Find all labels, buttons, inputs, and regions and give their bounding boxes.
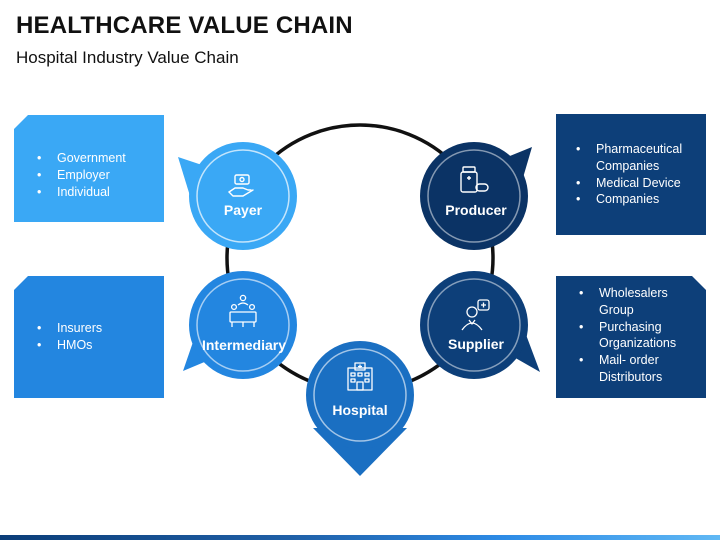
intermediary-label: Intermediary: [201, 337, 287, 353]
intermediary-node-inner: [196, 278, 290, 372]
producer-node: [420, 142, 528, 250]
page-subtitle: Hospital Industry Value Chain: [16, 48, 239, 67]
supplier-label: Supplier: [447, 336, 504, 352]
producer-node-inner: [427, 149, 521, 243]
list-item-line: Purchasing: [599, 319, 662, 334]
list-item-line: Mail- order: [599, 353, 659, 368]
list-item: Individual: [37, 184, 163, 201]
supplier-node-inner: [427, 278, 521, 372]
doctor-icon: [461, 299, 490, 331]
hand-money-icon: [228, 174, 254, 197]
producer-label: Producer: [445, 202, 507, 218]
list-item-line: Wholesalers: [599, 286, 668, 300]
list-item-line: Distributors: [599, 369, 663, 384]
hospital-building-icon: [347, 362, 373, 391]
list-item-line: Companies: [596, 158, 660, 173]
list-item: Companies: [576, 191, 706, 208]
medicine-bottle-icon: [460, 166, 489, 193]
bottom-accent-bar: [0, 535, 720, 540]
list-item-line: Pharmaceutical: [596, 142, 683, 156]
payer-list: Government Employer Individual: [23, 150, 163, 200]
meeting-people-icon: [229, 294, 257, 327]
supplier-pointer: [505, 332, 540, 372]
list-item: Medical Device: [576, 175, 706, 192]
hospital-node-inner: [313, 348, 407, 442]
list-item: Insurers: [37, 320, 163, 337]
list-item: Employer: [37, 167, 163, 184]
payer-list-box: Government Employer Individual: [23, 150, 163, 200]
intermediary-pointer: [183, 342, 214, 371]
list-item-line: Group: [599, 302, 634, 317]
supplier-node: [420, 271, 528, 379]
intermediary-list-box: Insurers HMOs: [23, 320, 163, 354]
list-item-line: Organizations: [599, 336, 677, 351]
page-title: HEALTHCARE VALUE CHAIN: [16, 12, 353, 39]
payer-node-inner: [196, 149, 290, 243]
intermediary-list: Insurers HMOs: [23, 320, 163, 354]
list-item: Government: [37, 150, 163, 167]
hospital-label: Hospital: [332, 402, 388, 418]
payer-label: Payer: [223, 202, 263, 218]
list-item: HMOs: [37, 337, 163, 354]
hospital-node: [306, 341, 414, 449]
